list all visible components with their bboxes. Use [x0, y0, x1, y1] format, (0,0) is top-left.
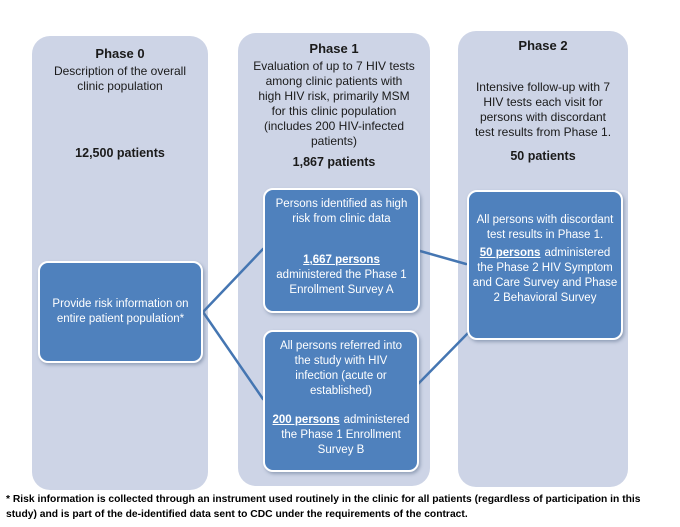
survey-a-rest: administered the Phase 1 Enrollment Surv…: [276, 269, 407, 296]
phase0-patient-count: 12,500 patients: [75, 146, 165, 160]
connector-phase0-to-survey-b: [201, 310, 265, 401]
footnote: * Risk information is collected through …: [6, 494, 641, 520]
phase2-description: Intensive follow-up with 7 HIV tests eac…: [474, 80, 612, 139]
survey-a-detail: 1,667 persons administered the Phase 1 En…: [270, 253, 413, 298]
survey-a-intro: Persons identified as high risk from cli…: [275, 198, 408, 225]
phase2-survey-count: 50 persons: [479, 247, 541, 259]
survey-b-rest: administered the Phase 1 Enrollment Surv…: [281, 414, 410, 456]
risk-information-box: Provide risk information on entire patie…: [38, 261, 203, 363]
phase1-patient-count: 1,867 patients: [292, 155, 376, 169]
phase2-patient-count: 50 patients: [510, 149, 576, 163]
phase2-survey-rest: administered the Phase 2 HIV Symptom and…: [472, 247, 618, 304]
connector-survey-a-to-phase2: [418, 249, 468, 266]
phase2-survey-intro: All persons with discordant test results…: [476, 214, 614, 241]
survey-a-count: 1,667 persons: [303, 254, 380, 266]
phase2-survey-box: All persons with discordant test results…: [467, 190, 623, 340]
phase1-title: Phase 1: [309, 41, 359, 56]
phase0-title: Phase 0: [95, 46, 145, 61]
phase0-description: Description of the overall clinic popula…: [53, 64, 187, 93]
survey-b-box: All persons referred into the study with…: [263, 330, 419, 472]
survey-b-intro: All persons referred into the study with…: [279, 340, 403, 397]
phase2-title: Phase 2: [518, 38, 568, 53]
connector-survey-b-to-phase2: [416, 329, 472, 386]
connector-phase0-to-survey-a: [201, 247, 265, 314]
survey-a-box: Persons identified as high risk from cli…: [263, 188, 420, 313]
risk-information-text: Provide risk information on entire patie…: [52, 298, 189, 325]
survey-b-count: 200 persons: [272, 414, 340, 426]
phase1-description: Evaluation of up to 7 HIV tests among cl…: [253, 59, 415, 148]
